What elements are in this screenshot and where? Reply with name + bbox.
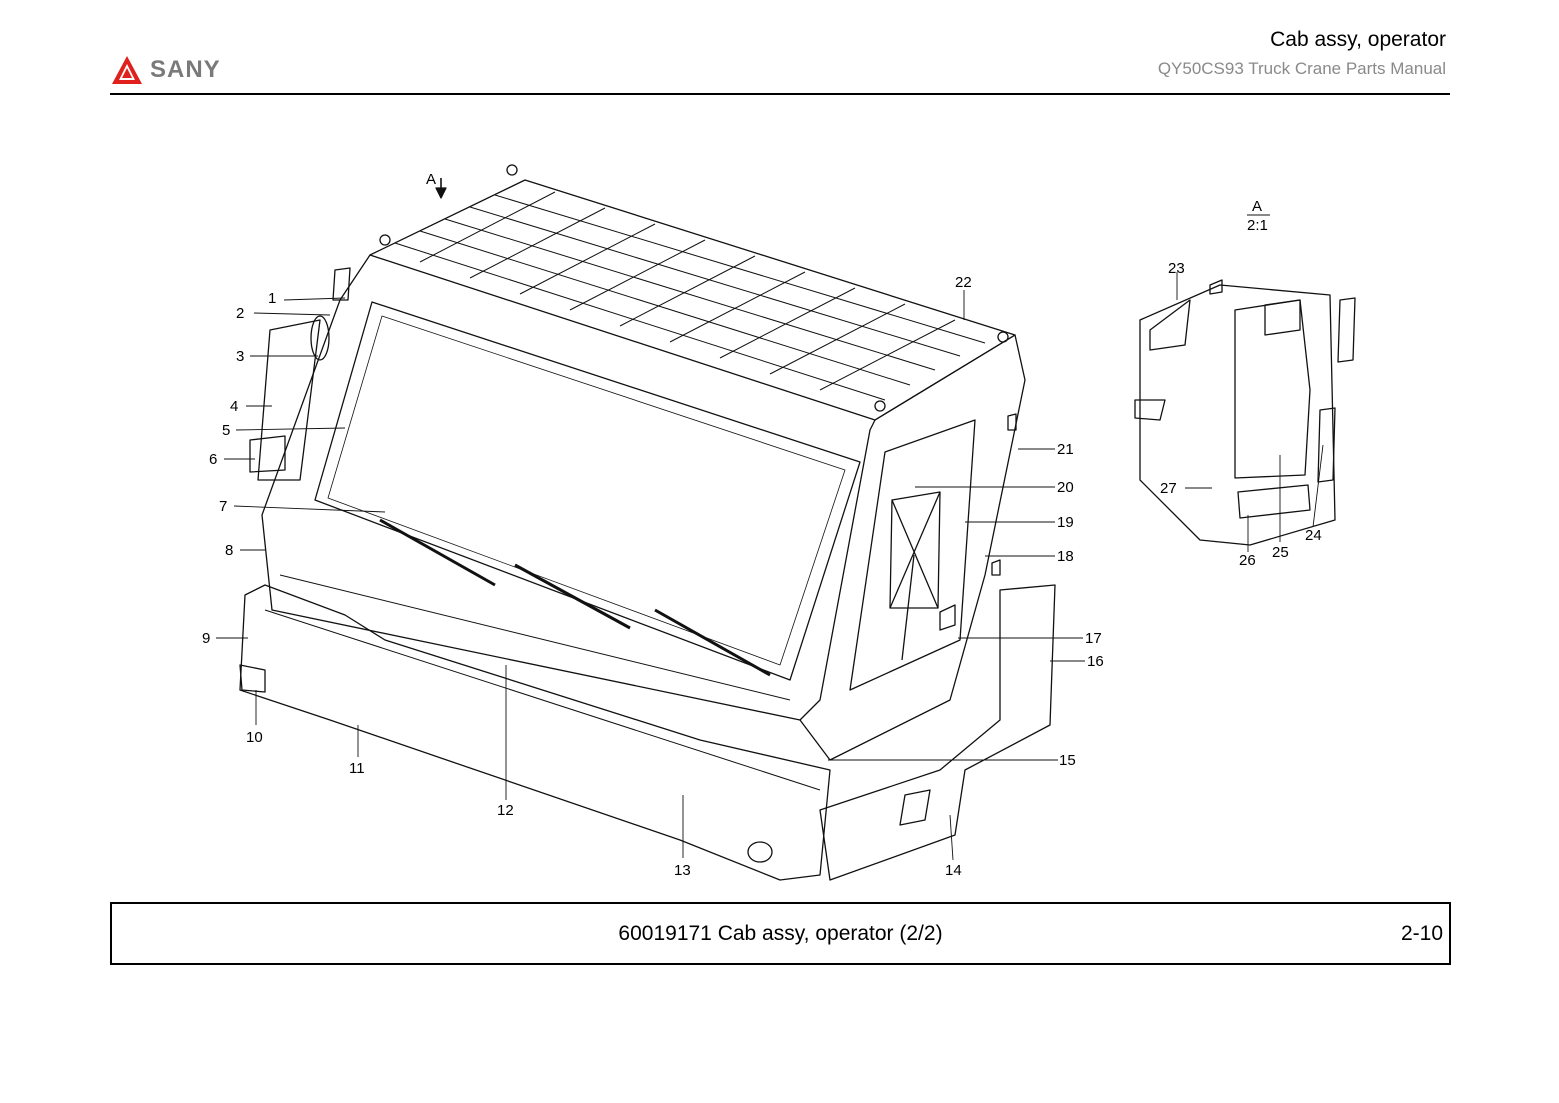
callout-8: 8	[225, 542, 233, 559]
callout-14: 14	[945, 862, 962, 879]
callout-10: 10	[246, 729, 263, 746]
callout-4: 4	[230, 398, 238, 415]
drawing-caption-box: 60019171 Cab assy, operator (2/2) 2-10	[110, 902, 1451, 965]
view-arrow-label: A	[426, 171, 436, 188]
callout-24: 24	[1305, 527, 1322, 544]
detail-view-label: A	[1252, 198, 1262, 215]
callout-1: 1	[268, 290, 276, 307]
callout-6: 6	[209, 451, 217, 468]
manual-subtitle: QY50CS93 Truck Crane Parts Manual	[1157, 59, 1446, 78]
callout-13: 13	[674, 862, 691, 879]
callout-20: 20	[1057, 479, 1074, 496]
callout-12: 12	[497, 802, 514, 819]
brand-name: SANY	[150, 56, 221, 83]
callout-21: 21	[1057, 441, 1074, 458]
drawing-caption: 60019171 Cab assy, operator (2/2)	[618, 921, 943, 945]
callout-16: 16	[1087, 653, 1104, 670]
callout-7: 7	[219, 498, 227, 515]
callout-17: 17	[1085, 630, 1102, 647]
callout-2: 2	[236, 305, 244, 322]
header-divider	[110, 93, 1450, 95]
callout-3: 3	[236, 348, 244, 365]
callout-5: 5	[222, 422, 230, 439]
callout-23: 23	[1168, 260, 1185, 277]
page-number: 2-10	[1400, 921, 1443, 945]
callout-22: 22	[955, 274, 972, 291]
sany-logo-icon	[112, 56, 142, 84]
callout-25: 25	[1272, 544, 1289, 561]
callout-26: 26	[1239, 552, 1256, 569]
sany-logo: SANY	[110, 52, 221, 88]
callout-15: 15	[1059, 752, 1076, 769]
callout-11: 11	[349, 760, 365, 777]
callout-18: 18	[1057, 548, 1074, 565]
callout-9: 9	[202, 630, 210, 647]
callout-27: 27	[1160, 480, 1177, 497]
callout-19: 19	[1057, 514, 1074, 531]
detail-view-scale: 2:1	[1247, 217, 1268, 234]
page-title: Cab assy, operator	[1270, 28, 1446, 51]
